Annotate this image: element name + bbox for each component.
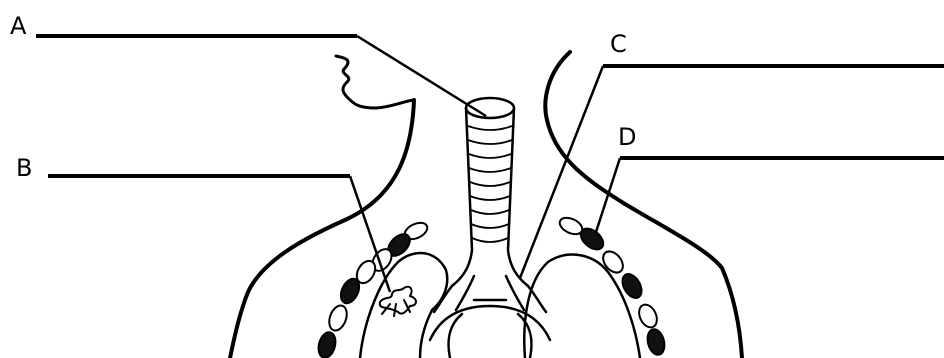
trachea-right-wall xyxy=(508,108,528,286)
label-d: D xyxy=(618,123,636,151)
label-c: C xyxy=(610,30,627,58)
leader-lines xyxy=(36,36,944,292)
alveoli-cluster xyxy=(380,287,416,316)
tracheal-cartilage-rings xyxy=(468,126,512,242)
lymph-nodes-right xyxy=(557,215,667,357)
mediastinum-inner-left xyxy=(449,314,463,358)
leader-line-a-pointer xyxy=(357,36,486,116)
label-b: B xyxy=(16,154,32,182)
trachea xyxy=(452,98,528,286)
label-a: A xyxy=(10,12,27,40)
leader-line-d-pointer xyxy=(596,158,620,232)
left-bronchus xyxy=(434,286,452,312)
mediastinum-top xyxy=(430,306,550,340)
trachea-left-wall xyxy=(452,108,472,286)
left-neck-shoulder-outline xyxy=(230,100,414,358)
